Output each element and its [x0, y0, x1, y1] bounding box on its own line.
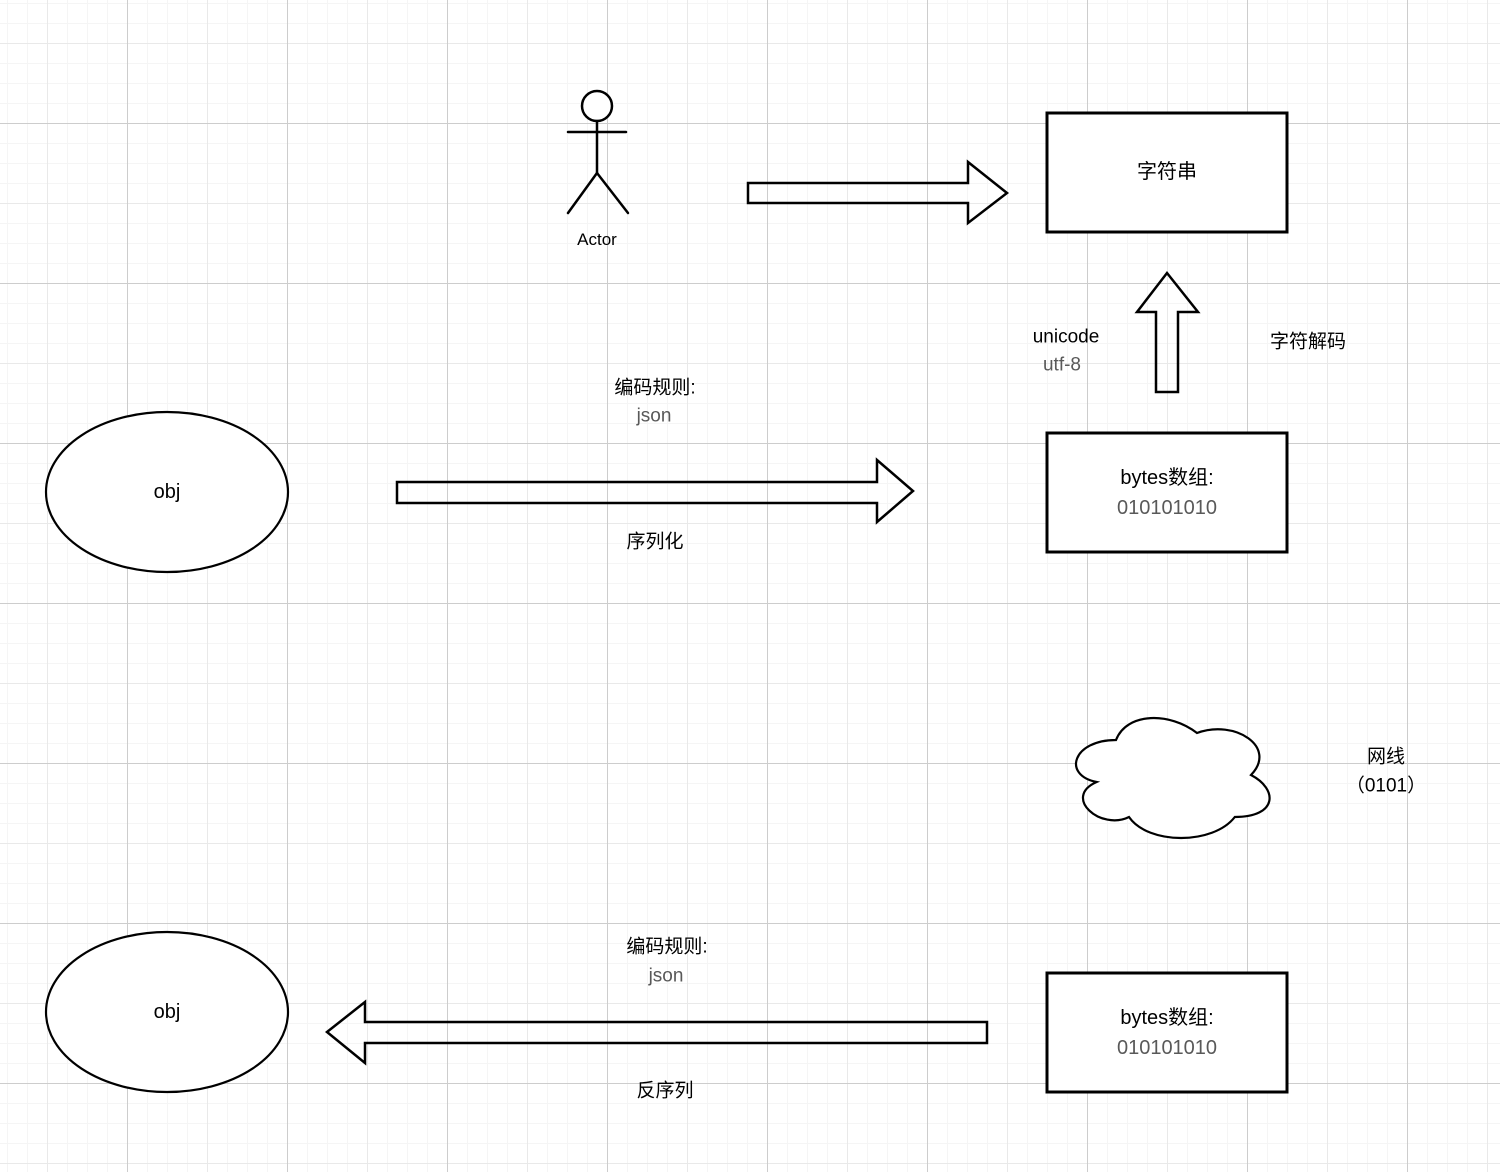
- serialize-rule-label-line1: 编码规则:: [614, 377, 696, 399]
- bytes-top-value: 010101010: [1116, 497, 1218, 519]
- cloud-label-line2: （0101）: [1345, 775, 1427, 797]
- serialize-rule-label-line2: json: [636, 405, 672, 427]
- obj-bottom-label: obj: [153, 1001, 181, 1023]
- string-box: [1045, 111, 1289, 234]
- actor-figure: [566, 89, 630, 215]
- deserialize-rule-label-line1: 编码规则:: [626, 936, 708, 958]
- network-cloud: [1075, 716, 1271, 840]
- obj-ellipse-top: [44, 410, 290, 574]
- string-box-label: 字符串: [1137, 161, 1197, 183]
- obj-ellipse-bottom: [44, 930, 290, 1094]
- arrow-deserialize: [325, 999, 989, 1066]
- obj-top-label: obj: [153, 481, 181, 503]
- cloud-label-line1: 网线: [1366, 746, 1406, 768]
- decode-arrow-left-label-line2: utf-8: [1042, 354, 1082, 376]
- arrow-serialize: [395, 457, 915, 525]
- arrow-actor-to-string: [746, 159, 1010, 226]
- deserialize-action-label: 反序列: [636, 1080, 694, 1102]
- serialize-action-label: 序列化: [626, 531, 684, 553]
- actor-label: Actor: [577, 229, 617, 249]
- bytes-box-bottom: [1045, 971, 1289, 1094]
- deserialize-rule-label-line2: json: [648, 965, 684, 987]
- bytes-bottom-title: bytes数组:: [1120, 1007, 1214, 1029]
- bytes-box-top: [1045, 431, 1289, 554]
- bytes-top-title: bytes数组:: [1120, 467, 1214, 489]
- decode-arrow-right-label: 字符解码: [1269, 331, 1347, 353]
- decode-arrow-left-label-line1: unicode: [1032, 326, 1100, 348]
- arrow-decode-up: [1134, 270, 1201, 394]
- bytes-bottom-value: 010101010: [1116, 1037, 1218, 1059]
